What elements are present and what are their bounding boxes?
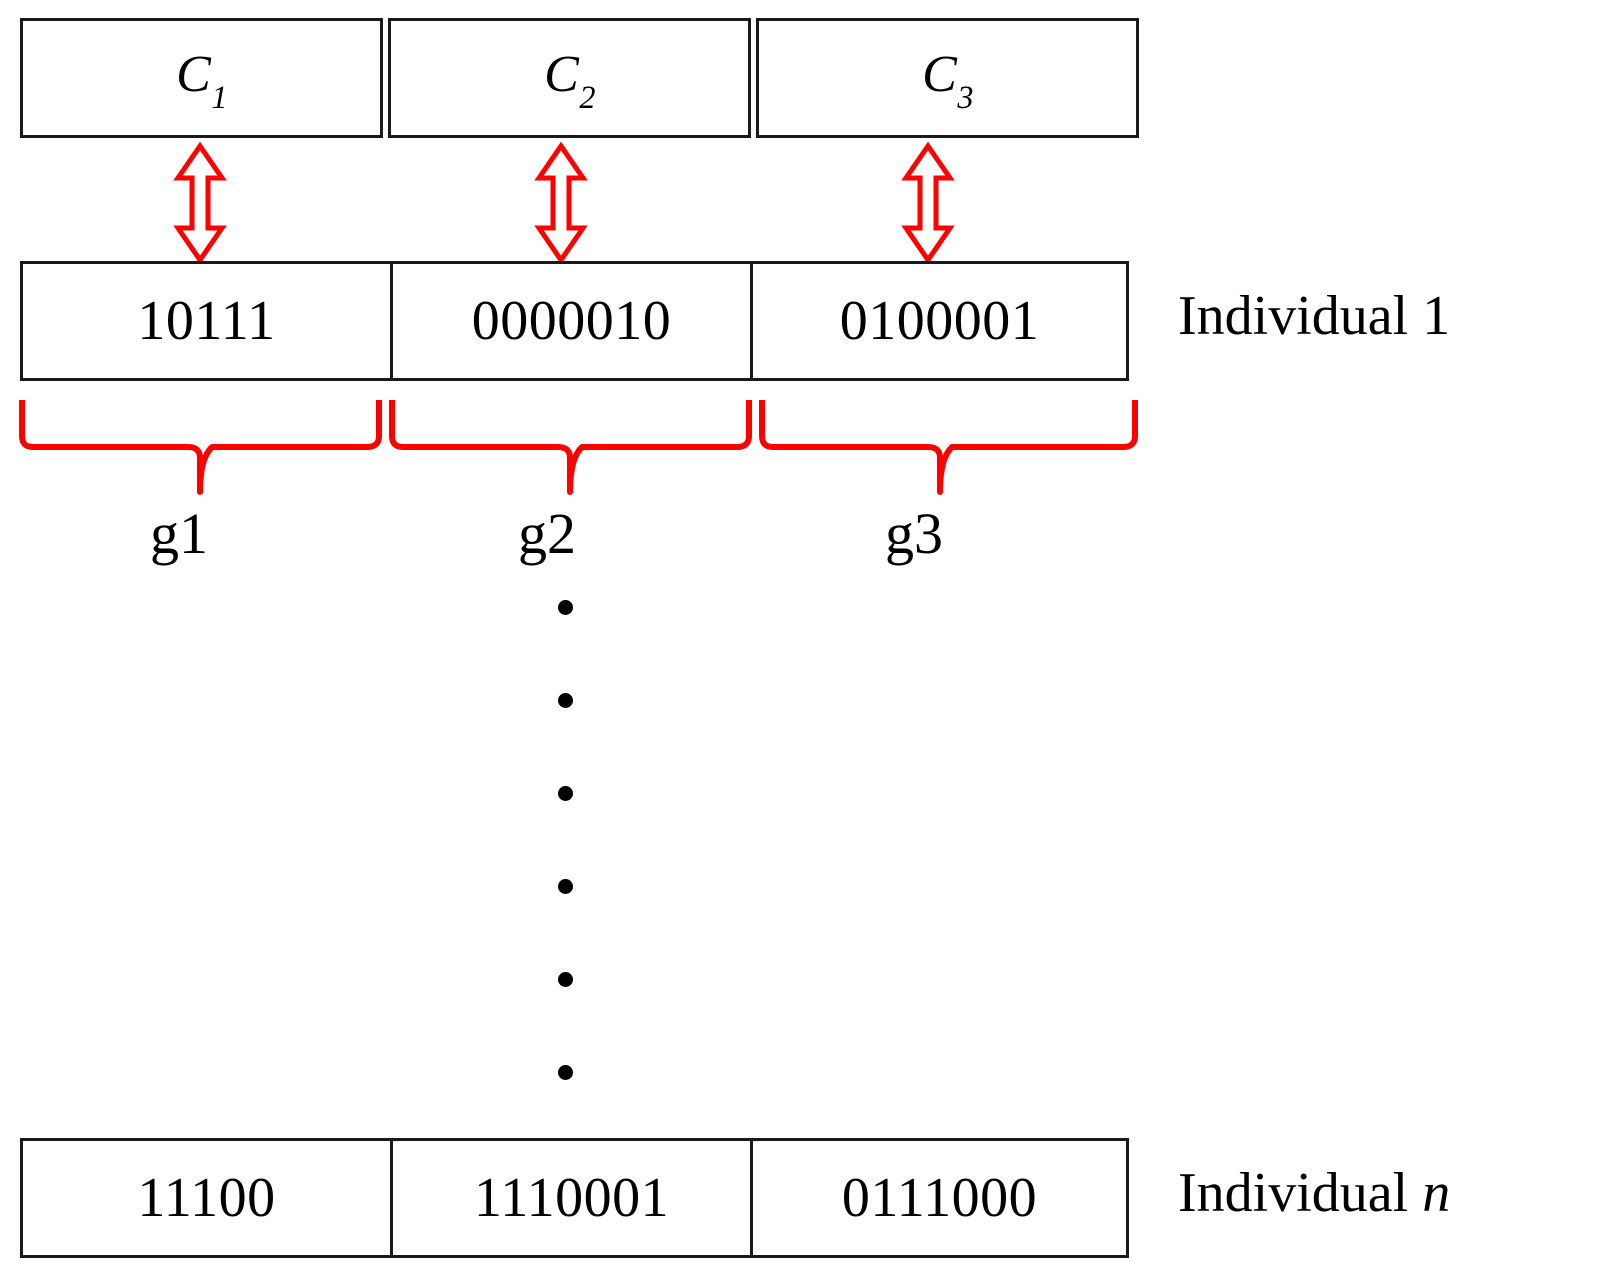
double-arrow-icon-1 [173,141,227,265]
chromosome-header-row: C1 C2 C3 [20,18,1139,138]
brace-g3 [759,400,1138,495]
ellipsis-dot [557,693,573,708]
ellipsis-dot [557,879,573,894]
individual-1-label-suffix: 1 [1422,285,1451,347]
ellipsis-dot [557,972,573,987]
gene-group-label-g1: g1 [150,501,208,566]
chromosome-label-c2: C2 [544,46,596,116]
individual-1-row: 10111 0000010 0100001 [20,261,1129,381]
chromosome-label-c1: C1 [176,46,228,116]
individual-n-label: Individual n [1178,1165,1450,1221]
ellipsis-dot [557,1065,573,1080]
individual-n-segment-g3-value: 0111000 [841,1167,1038,1229]
chromosome-cell-c3: C3 [756,18,1139,138]
individual-1-label: Individual 1 [1178,288,1450,344]
brace-g1 [19,400,382,495]
double-arrow-icon-2 [534,141,588,265]
individual-n-segment-g3: 0111000 [750,1138,1129,1258]
double-arrow-icon-3 [901,141,955,265]
ellipsis-dot [557,786,573,801]
individual-n-label-suffix: n [1422,1162,1451,1224]
individual-1-segment-g3-value: 0100001 [839,290,1040,352]
individual-1-segment-g3: 0100001 [750,261,1129,381]
chromosome-label-c3: C3 [922,46,974,116]
individual-n-row: 11100 1110001 0111000 [20,1138,1129,1258]
chromosome-cell-c1: C1 [20,18,383,138]
individual-1-segment-g2: 0000010 [390,261,753,381]
individual-1-segment-g1-value: 10111 [137,290,276,352]
individual-n-segment-g1: 11100 [20,1138,393,1258]
individual-n-label-prefix: Individual [1178,1162,1409,1224]
brace-g2 [389,400,752,495]
gene-group-label-g2: g2 [518,501,576,566]
ellipsis-dot [557,600,573,615]
chromosome-cell-c2: C2 [388,18,751,138]
vertical-ellipsis [545,600,585,1080]
individual-n-segment-g2-value: 1110001 [473,1167,670,1229]
individual-1-segment-g2-value: 0000010 [471,290,672,352]
individual-n-segment-g2: 1110001 [390,1138,753,1258]
individual-1-label-prefix: Individual [1178,285,1409,347]
gene-group-label-g3: g3 [885,501,943,566]
individual-n-segment-g1-value: 11100 [137,1167,276,1229]
individual-1-segment-g1: 10111 [20,261,393,381]
